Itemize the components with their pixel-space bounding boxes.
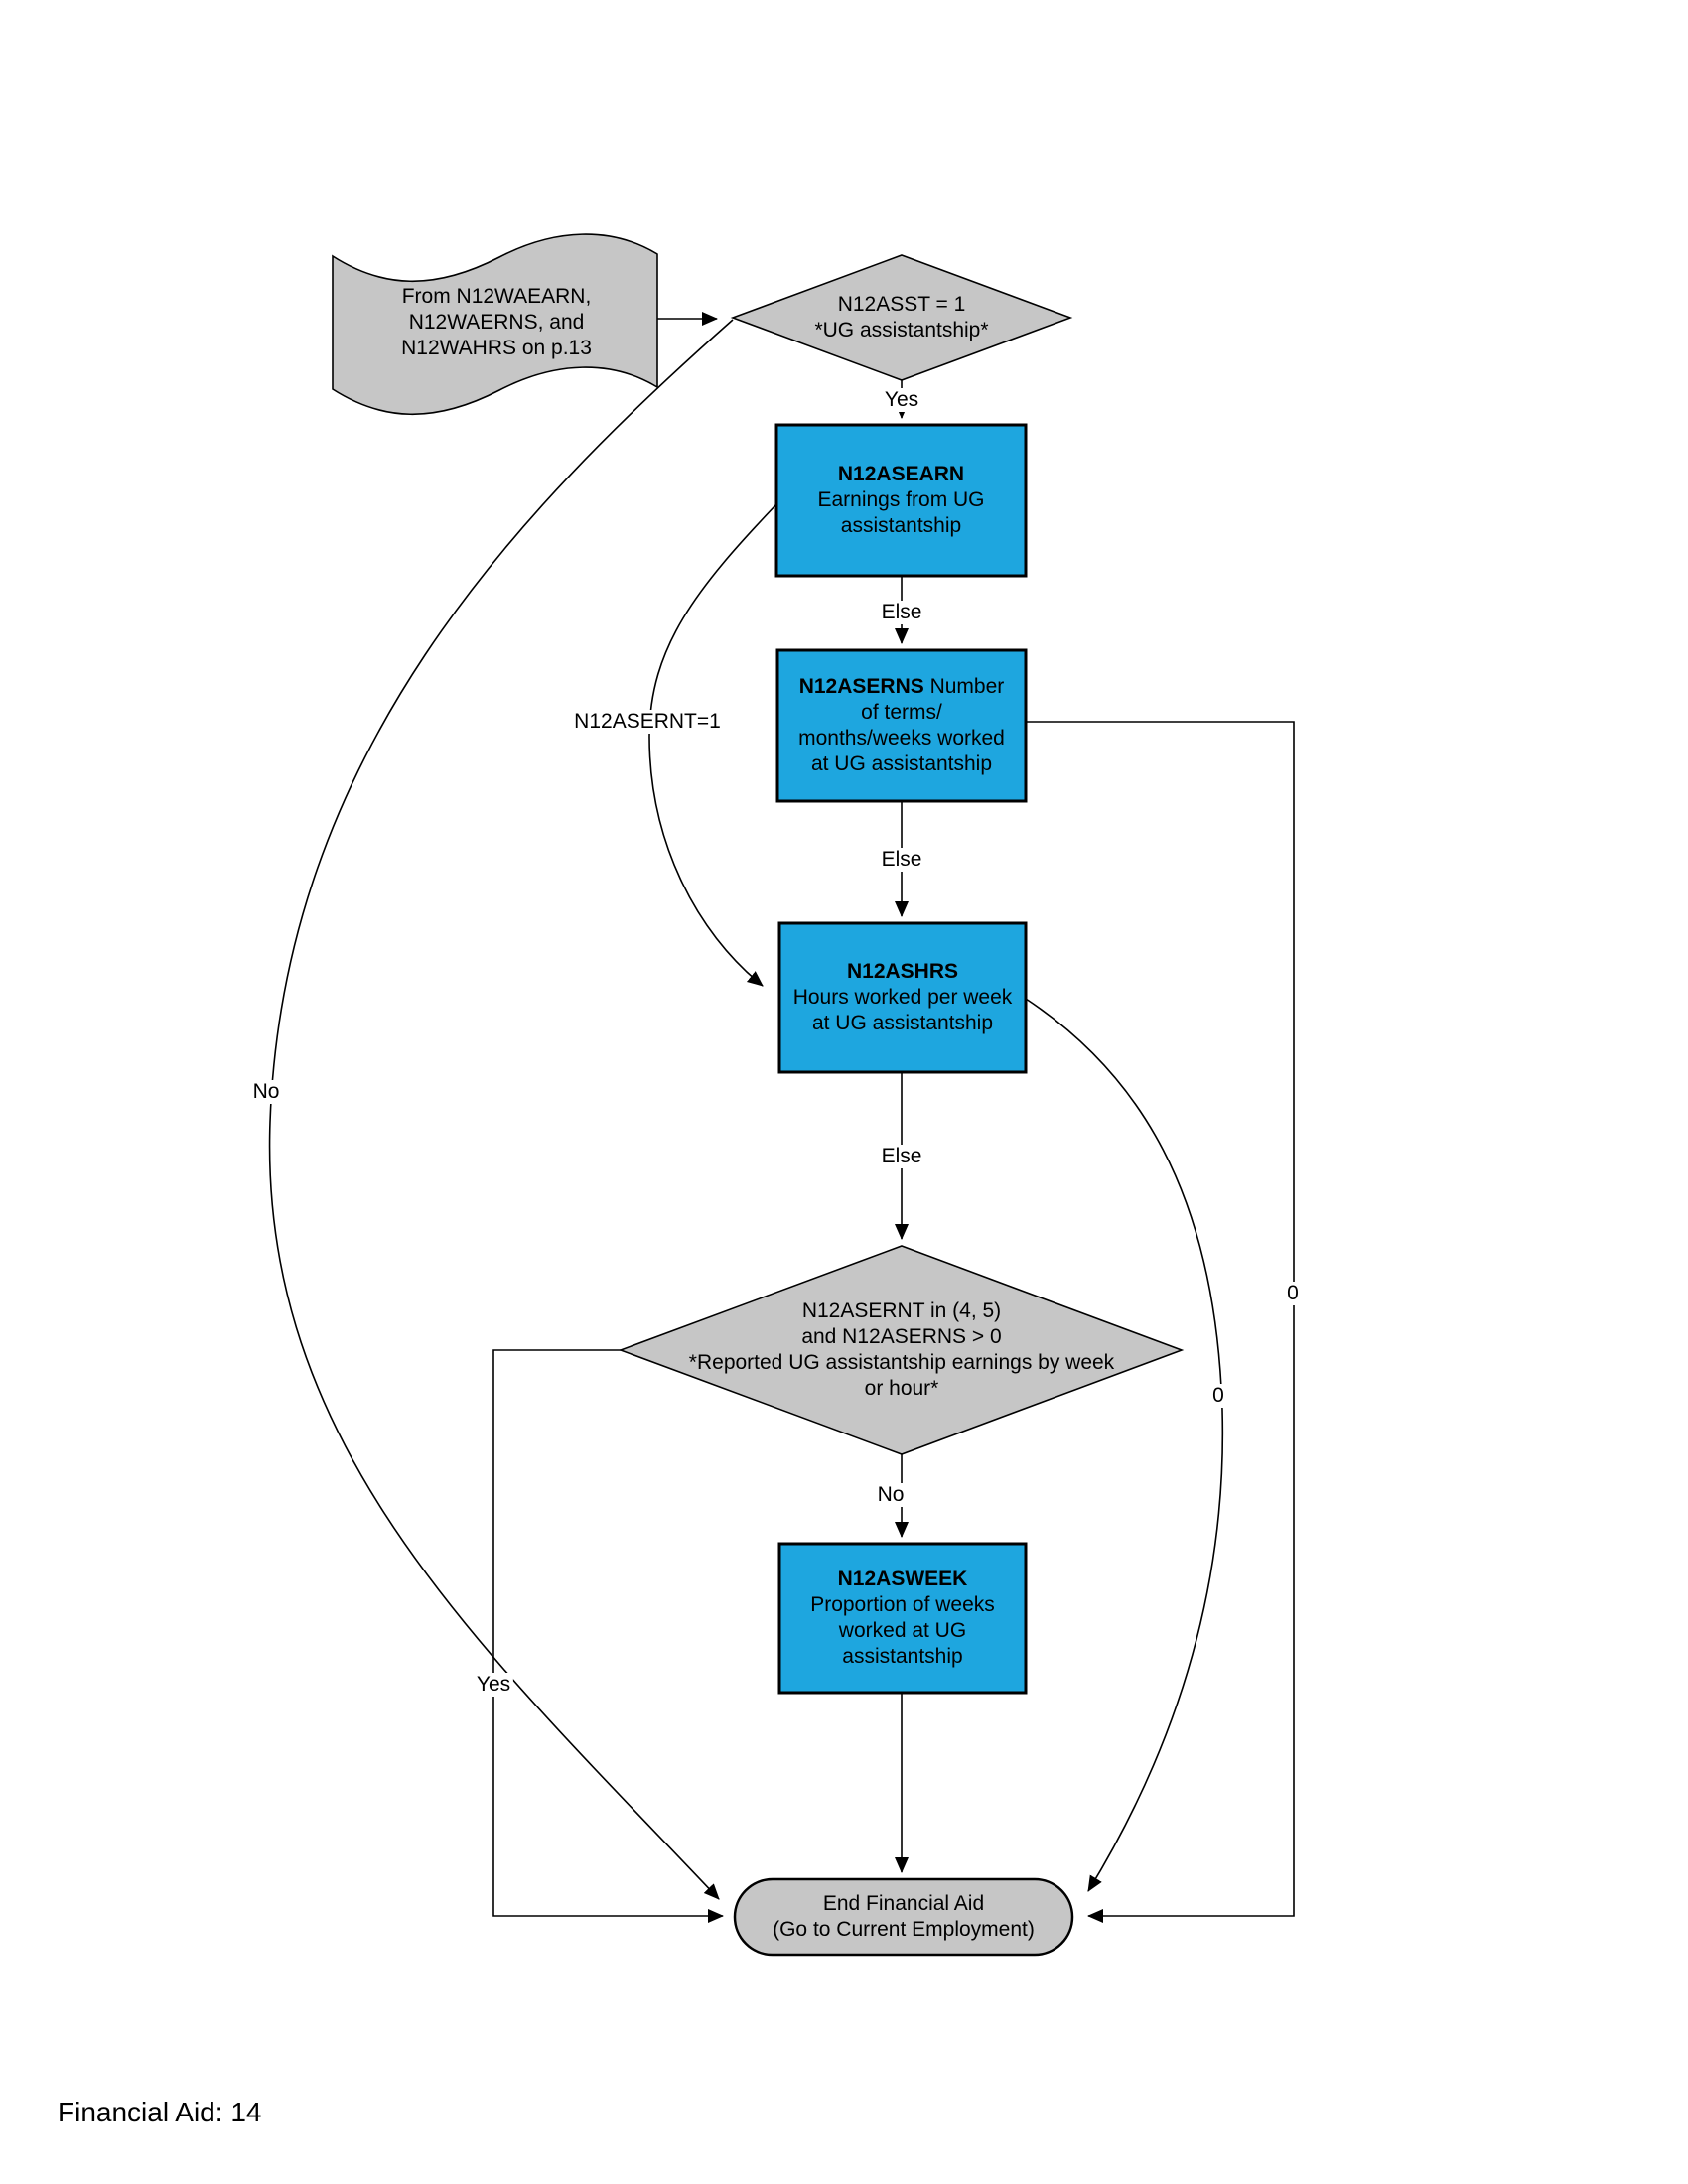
edge-label-no-long: No: [249, 1080, 283, 1104]
edge-label-else-1: Else: [878, 601, 925, 624]
edge-label-yes-top: Yes: [881, 388, 922, 412]
decision-n12asernt-shape: [618, 1245, 1185, 1455]
edge-asernt-eq1-bypass: [648, 503, 777, 987]
page-footer: Financial Aid: 14: [58, 2097, 262, 2127]
process-n12asweek-text: N12ASWEEK Proportion of weeks worked at …: [810, 1568, 995, 1668]
edge-label-else-3: Else: [878, 1145, 925, 1168]
end-node-text: End Financial Aid (Go to Current Employm…: [773, 1892, 1035, 1941]
process-n12aserns-shape: [775, 648, 1028, 803]
process-n12ashrs-shape: [777, 921, 1028, 1074]
edge-label-asernt-eq1: N12ASERNT=1: [571, 710, 724, 734]
source-banner-text: From N12WAEARN, N12WAERNS, and N12WAHRS …: [401, 285, 592, 359]
decision-n12asst-shape: [730, 254, 1073, 381]
edge-label-zero-curve: 0: [1209, 1384, 1227, 1408]
decision-n12asst-text: N12ASST = 1 *UG assistantship*: [814, 293, 989, 341]
edge-label-no-decision2: No: [874, 1483, 908, 1507]
edge-label-zero-rail: 0: [1284, 1282, 1302, 1305]
decision-n12asernt-text: N12ASERNT in (4, 5) and N12ASERNS > 0 *R…: [688, 1299, 1115, 1400]
edge-aserns-zero-rail: [1026, 721, 1295, 1923]
edge-ashrs-zero-curve: [1025, 998, 1224, 1892]
process-n12aserns-text: N12ASERNS Number of terms/ months/weeks …: [798, 675, 1005, 775]
process-n12ashrs-text: N12ASHRS Hours worked per week at UG ass…: [792, 960, 1013, 1034]
edge-label-yes-rail: Yes: [473, 1673, 514, 1697]
end-node-shape: [733, 1877, 1074, 1957]
process-n12asweek-shape: [777, 1542, 1028, 1695]
edge-label-else-2: Else: [878, 848, 925, 872]
process-n12asearn-text: N12ASEARN Earnings from UG assistantship: [817, 463, 985, 537]
edge-decision1-no-long: [268, 319, 734, 1900]
source-banner-shape: [332, 233, 658, 416]
process-n12asearn-shape: [774, 423, 1028, 578]
edge-decision2-yes-rail: [492, 1349, 724, 1923]
